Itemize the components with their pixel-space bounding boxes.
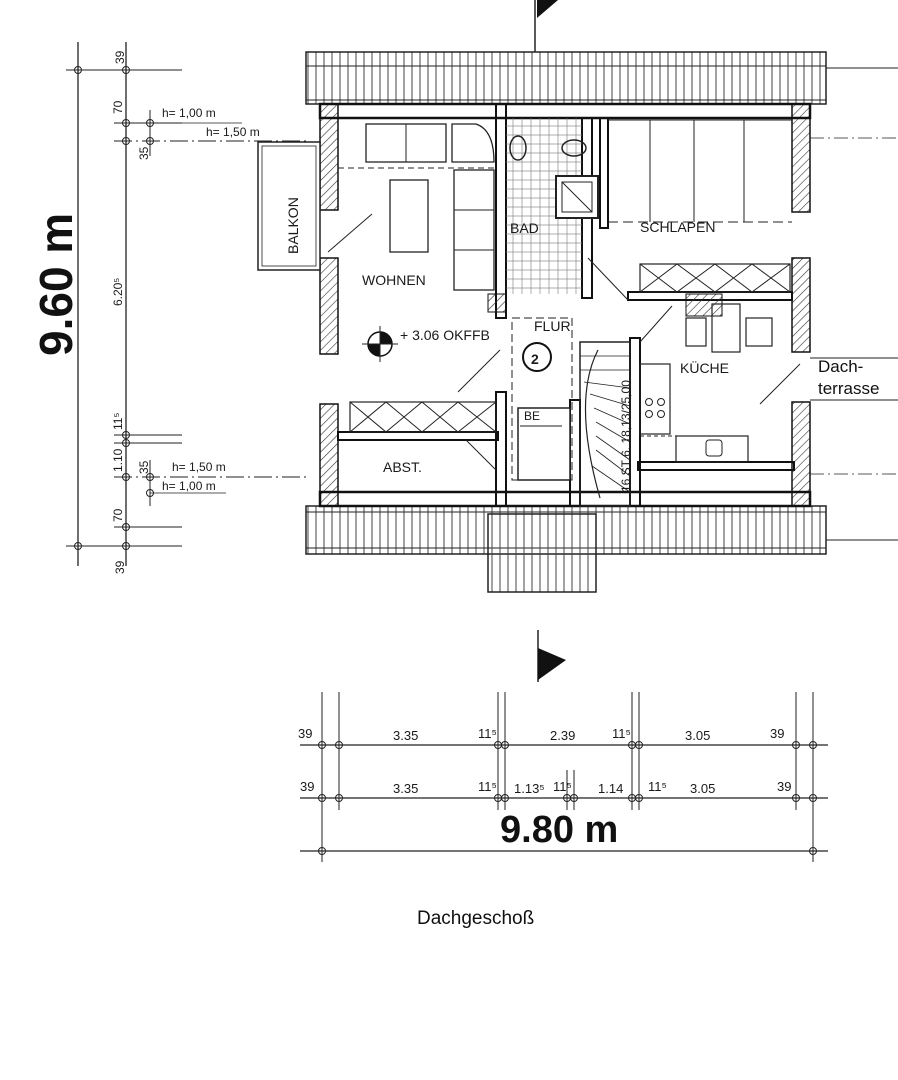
bathroom [506, 118, 599, 294]
dim-39-bottom: 39 [113, 560, 127, 574]
terrace-leaders [759, 137, 898, 475]
room-label-abst: ABST. [383, 459, 422, 475]
room-label-bad: BAD [510, 220, 539, 236]
vertical-dimension-chain [66, 42, 310, 566]
dim-row2-335: 3.35 [393, 781, 418, 796]
horizontal-dimension-chain [300, 692, 828, 862]
dim-row2-115-c: 11⁵ [648, 779, 667, 794]
stair-label: 16 ST 6. 18,13/25,00 [619, 380, 633, 492]
dim-row1-115-b: 11⁵ [612, 726, 631, 741]
terrace-label-line1: Dach- [818, 357, 863, 376]
roof-eaves-top [305, 51, 898, 105]
dim-70-bottom: 70 [111, 508, 125, 522]
room-label-balkon: BALKON [285, 197, 301, 254]
staircase [579, 341, 631, 507]
dim-row1-239: 2.39 [550, 728, 575, 743]
total-height-label: 9.60 m [30, 213, 82, 356]
dim-row1-39-left: 39 [298, 726, 312, 741]
height-label-2-bottom: h= 1,50 m [172, 460, 226, 474]
level-label: + 3.06 OKFFB [400, 327, 490, 343]
terrace-label-line2: terrasse [818, 379, 879, 398]
section-number: 2 [531, 351, 539, 367]
height-label-1-bottom: h= 1,00 m [162, 479, 216, 493]
roof-eaves-bottom [305, 505, 898, 593]
dim-row2-115-b: 11⁵ [553, 779, 572, 794]
drawing-caption: Dachgeschoß [417, 908, 534, 929]
dim-620: 6.20⁵ [111, 278, 125, 306]
section-mark-top [534, 0, 558, 52]
dim-39-top: 39 [113, 50, 127, 64]
room-label-wohnen: WOHNEN [362, 272, 426, 288]
dim-115: 11⁵ [111, 413, 125, 430]
dim-row1-335: 3.35 [393, 728, 418, 743]
dim-35-top: 35 [137, 146, 151, 160]
dim-row2-1135: 1.13⁵ [514, 781, 545, 796]
dim-row2-115-a: 11⁵ [478, 779, 497, 794]
hall-area [457, 257, 673, 481]
dim-110: 1.10 [111, 448, 125, 472]
room-label-kueche: KÜCHE [680, 359, 729, 376]
level-marker [362, 326, 398, 362]
height-label-2-top: h= 1,50 m [206, 125, 260, 139]
dim-row2-305: 3.05 [690, 781, 715, 796]
dim-row2-114: 1.14 [598, 781, 623, 796]
dim-70-top: 70 [111, 100, 125, 114]
label-be: BE [524, 409, 540, 423]
exterior-walls [318, 102, 812, 508]
dim-35-bottom: 35 [137, 460, 151, 474]
dim-row1-39-right: 39 [770, 726, 784, 741]
dim-row2-39-right: 39 [777, 779, 791, 794]
room-label-flur: FLUR [534, 318, 571, 334]
balcony [257, 141, 321, 271]
dim-row2-39-left: 39 [300, 779, 314, 794]
room-label-schlafen: SCHLAPEN [640, 219, 715, 235]
section-mark-bottom [537, 630, 566, 682]
bedroom-furniture [608, 119, 792, 293]
dim-row1-115-a: 11⁵ [478, 726, 497, 741]
kitchen-furniture [639, 303, 773, 463]
height-label-1-top: h= 1,00 m [162, 106, 216, 120]
total-width-label: 9.80 m [500, 809, 618, 851]
living-furniture [327, 123, 497, 433]
dim-row1-305: 3.05 [685, 728, 710, 743]
